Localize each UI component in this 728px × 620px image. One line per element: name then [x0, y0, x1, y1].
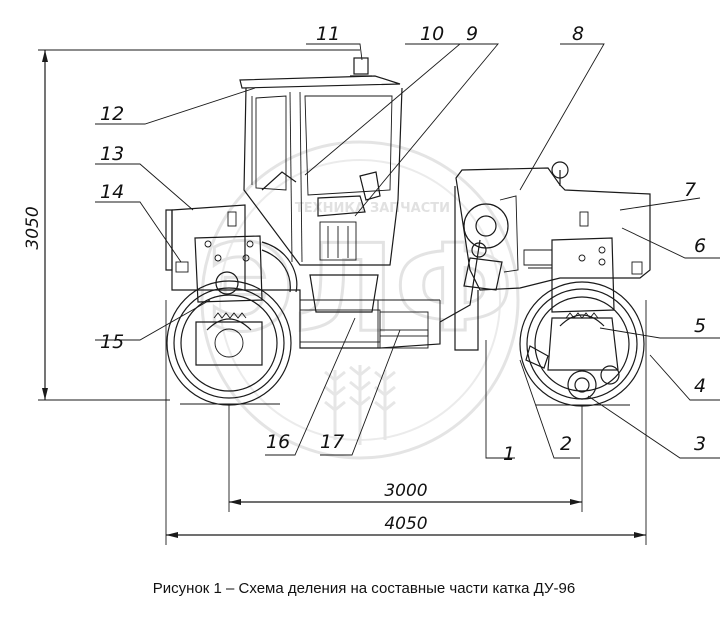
- watermark-line1: ТЕХНИКА: [295, 201, 365, 216]
- callout-17: 17: [320, 431, 344, 453]
- beacon-icon: [353, 57, 369, 75]
- callout-14: 14: [100, 181, 124, 203]
- callout-8: 8: [572, 23, 584, 45]
- dimension-wheelbase: 3000: [228, 405, 583, 512]
- callout-13: 13: [100, 143, 124, 165]
- callout-15: 15: [100, 331, 124, 353]
- callout-4: 4: [694, 375, 706, 397]
- dimension-length: 4050: [165, 300, 647, 545]
- callout-5: 5: [694, 315, 706, 337]
- rear-drum: [166, 280, 292, 406]
- callout-2: 2: [560, 433, 572, 455]
- callout-16: 16: [266, 431, 290, 453]
- callout-1: 1: [503, 443, 515, 465]
- callout-6: 6: [694, 235, 706, 257]
- front-drum: [519, 281, 645, 407]
- callout-10: 10: [420, 23, 444, 45]
- callout-12: 12: [100, 103, 124, 125]
- callouts: 1 2 3 4 5 6 7 8 9 10 11 12 13 14 15 16 1…: [100, 23, 706, 465]
- callout-11: 11: [316, 23, 340, 45]
- callout-3: 3: [694, 433, 706, 455]
- callout-9: 9: [466, 23, 478, 45]
- dimension-height: 3050: [23, 49, 360, 401]
- callout-leaders: [95, 43, 720, 459]
- watermark-line2: ЗАПЧАСТИ: [370, 201, 450, 216]
- height-label: 3050: [23, 206, 43, 249]
- length-label: 4050: [384, 514, 427, 534]
- callout-7: 7: [684, 179, 696, 201]
- figure-caption: Рисунок 1 – Схема деления на составные ч…: [152, 580, 576, 597]
- roller-drawing: [165, 57, 651, 407]
- wheelbase-label: 3000: [384, 481, 427, 501]
